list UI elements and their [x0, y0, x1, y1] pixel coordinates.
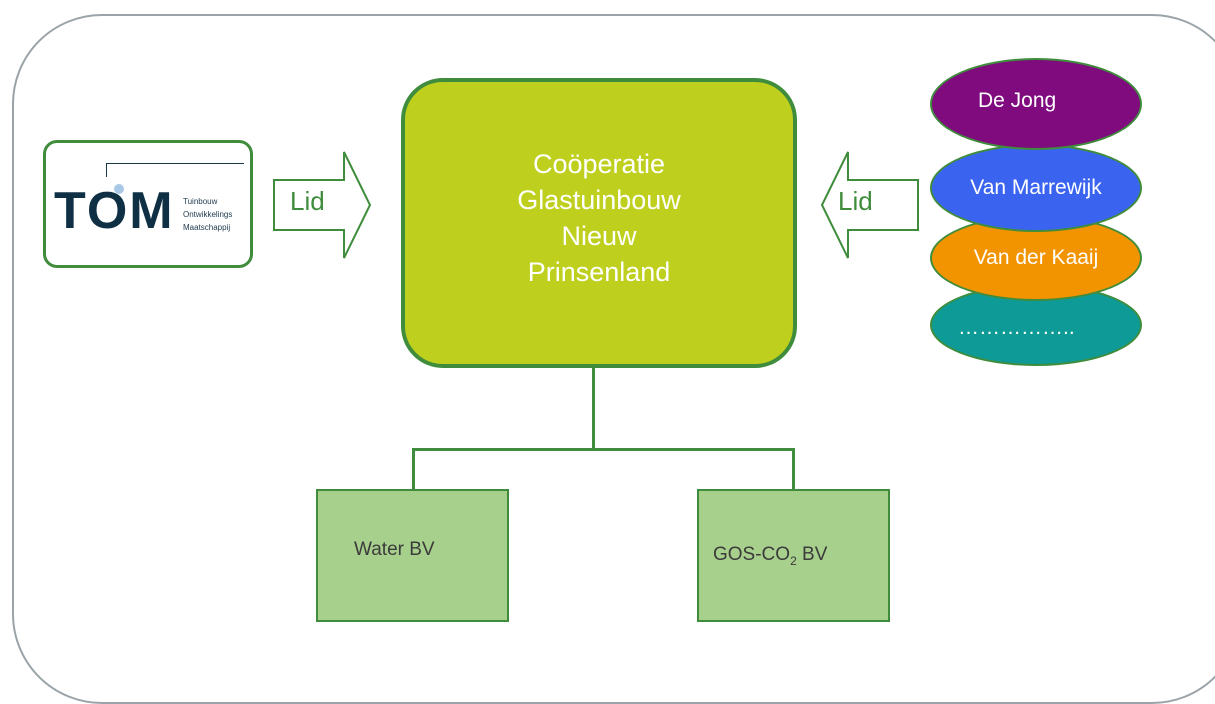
connector-line — [412, 448, 415, 490]
tom-logo-text: TOM — [54, 182, 175, 240]
member-ellipse: Van Marrewijk — [930, 144, 1142, 232]
member-label: Van Marrewijk — [970, 176, 1102, 199]
logo-line — [106, 163, 107, 177]
tom-subtitle-line: Tuinbouw — [183, 197, 218, 206]
cooperative-box: Coöperatie Glastuinbouw Nieuw Prinsenlan… — [401, 78, 797, 368]
left-arrow-icon — [820, 151, 919, 259]
connector-line — [792, 448, 795, 490]
member-ellipse: De Jong — [930, 58, 1142, 150]
cooperative-title-line: Glastuinbouw — [517, 185, 681, 215]
cooperative-title-line: Nieuw — [561, 221, 637, 251]
member-label: De Jong — [978, 89, 1057, 112]
water-bv-label: Water BV — [354, 539, 435, 560]
tom-subtitle-line: Ontwikkelings — [183, 210, 233, 219]
logo-line — [106, 163, 244, 164]
gos-subscript: 2 — [790, 553, 797, 568]
connector-line — [412, 448, 795, 451]
gos-co2-bv-box: GOS-CO2 BV — [697, 489, 890, 622]
tom-logo-box: TOM Tuinbouw Ontwikkelings Maatschappij — [43, 140, 253, 268]
lid-label-right: Lid — [838, 186, 873, 216]
water-bv-box: Water BV — [316, 489, 509, 622]
cooperative-title-line: Coöperatie — [532, 149, 666, 179]
gos-co2-bv-label: GOS-CO2 BV — [713, 544, 827, 568]
gos-prefix: GOS-CO — [713, 544, 791, 565]
right-arrow-icon — [273, 151, 372, 259]
tom-subtitle-line: Maatschappij — [183, 223, 231, 232]
member-label: …………….. — [958, 316, 1075, 339]
cooperative-title: Coöperatie Glastuinbouw Nieuw Prinsenlan… — [405, 146, 793, 290]
cooperative-title-line: Prinsenland — [527, 257, 671, 287]
connector-line — [592, 366, 595, 450]
member-label: Van der Kaaij — [973, 246, 1099, 269]
gos-suffix: BV — [796, 544, 828, 565]
logo-drop-icon — [114, 184, 124, 194]
lid-label-left: Lid — [290, 186, 325, 216]
tom-subtitle: Tuinbouw Ontwikkelings Maatschappij — [183, 195, 232, 234]
